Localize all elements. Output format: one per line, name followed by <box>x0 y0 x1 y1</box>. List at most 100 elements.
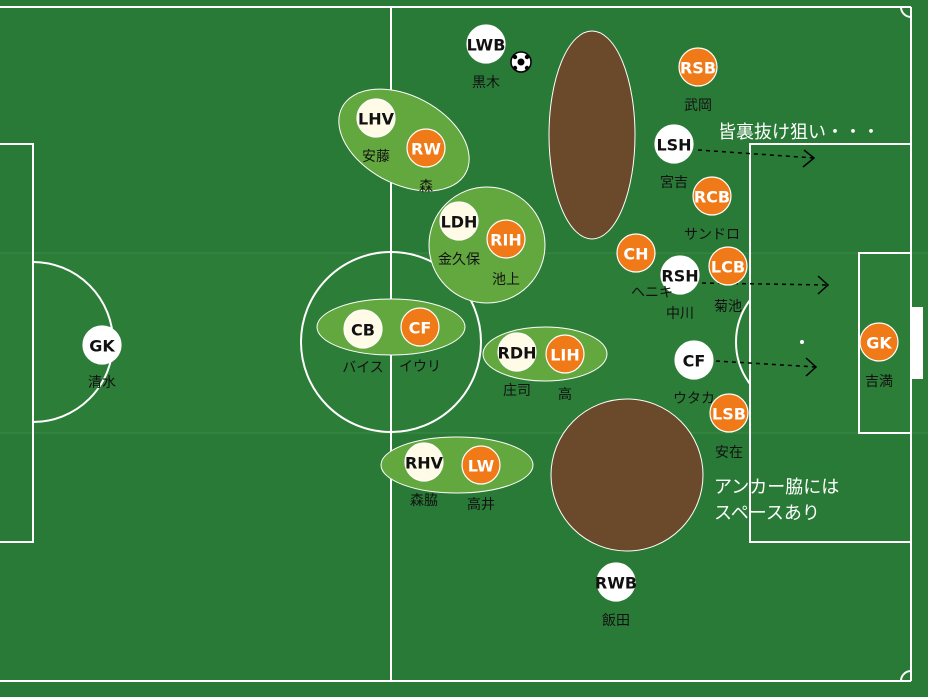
player-rdh: RDH 庄司 <box>497 332 537 399</box>
player-rw: RW 森 <box>406 128 446 195</box>
pair-zone-ldh-rih <box>428 186 546 304</box>
player-rwb: RWB 飯田 <box>595 562 637 629</box>
player-marker <box>654 124 694 164</box>
player-name: ヘニキ <box>631 285 673 301</box>
player-marker <box>466 24 506 64</box>
player-marker <box>343 309 383 349</box>
player-cf_white: CF ウタカ <box>673 340 715 407</box>
player-role: LWB <box>467 36 506 55</box>
player-role: RW <box>411 140 441 159</box>
player-name: 高 <box>558 386 572 403</box>
player-marker <box>461 445 501 485</box>
player-role: GK <box>866 334 892 353</box>
player-name: 安在 <box>715 445 743 461</box>
player-lhv: LHV 安藤 <box>356 98 396 165</box>
player-role: CH <box>623 245 648 264</box>
player-lsb: LSB 安在 <box>709 393 749 461</box>
pair-zone-rhv-lw <box>380 436 534 494</box>
player-marker <box>674 340 714 380</box>
player-marker <box>616 233 656 273</box>
player-name: バイス <box>342 360 384 376</box>
player-name: 安藤 <box>362 149 390 165</box>
players-layer: GK 清水 LWB 黒木 LHV 安藤 LDH 金久保 CB バイス RDH 庄司 RHV 森脇 RWB 飯田… <box>82 24 899 629</box>
player-marker <box>545 334 585 374</box>
player-marker <box>692 176 732 216</box>
player-role: LSB <box>712 405 746 424</box>
space-annotation-line2: スペースあり <box>714 503 820 524</box>
player-lsh: LSH 宮吉 <box>654 124 694 191</box>
player-role: RSB <box>680 59 716 78</box>
player-gk_right: GK 吉満 <box>859 322 899 390</box>
player-marker <box>486 219 526 259</box>
player-marker <box>406 128 446 168</box>
player-marker <box>439 201 479 241</box>
space-zone-top <box>548 30 636 240</box>
player-role: RDH <box>498 344 537 363</box>
player-name: 森 <box>419 179 433 195</box>
player-marker <box>497 332 537 372</box>
player-name: 宮吉 <box>660 175 688 191</box>
player-lih: LIH 高 <box>545 334 585 403</box>
player-name: 菊池 <box>714 299 742 315</box>
player-name: イウリ <box>399 359 441 375</box>
player-role: GK <box>89 337 115 356</box>
player-role: RWB <box>595 574 637 593</box>
player-lcb: LCB 菊池 <box>708 246 748 315</box>
player-role: LCB <box>711 258 745 277</box>
player-name: 黒木 <box>472 75 500 91</box>
player-name: 武岡 <box>684 98 712 114</box>
player-name: 清水 <box>88 375 116 391</box>
player-role: RCB <box>694 188 730 207</box>
pair-zone-cb-cf <box>316 298 466 356</box>
player-ldh: LDH 金久保 <box>438 201 480 268</box>
player-marker <box>404 442 444 482</box>
player-role: LSH <box>656 136 691 155</box>
player-name: 森脇 <box>410 493 438 509</box>
player-name: ウタカ <box>673 391 715 407</box>
player-role: RSH <box>661 267 698 286</box>
space-annotation-line1: アンカー脇には <box>714 477 839 498</box>
runs-annotation: 皆裏抜け狙い・・・ <box>718 122 880 143</box>
player-marker <box>709 393 749 433</box>
player-marker <box>400 307 440 347</box>
player-cf_orange: CF イウリ <box>399 307 441 375</box>
player-ch: CH ヘニキ <box>616 233 673 301</box>
player-name: サンドロ <box>684 227 740 243</box>
player-name: 金久保 <box>438 252 480 268</box>
player-role: CF <box>683 352 706 371</box>
space-zone-bottom <box>550 398 704 552</box>
player-marker <box>708 246 748 286</box>
player-marker <box>678 47 718 87</box>
player-role: LIH <box>550 346 580 365</box>
player-role: CF <box>409 319 432 338</box>
player-role: LW <box>468 457 495 476</box>
player-lw: LW 高井 <box>461 445 501 513</box>
player-name: 中川 <box>666 306 694 322</box>
player-role: LHV <box>358 110 395 129</box>
player-name: 高井 <box>467 496 495 513</box>
player-gk_left: GK 清水 <box>82 325 122 391</box>
player-role: RHV <box>405 454 444 473</box>
player-marker <box>82 325 122 365</box>
player-name: 池上 <box>492 272 520 288</box>
player-rih: RIH 池上 <box>486 219 526 288</box>
player-role: CB <box>351 321 375 340</box>
player-name: 飯田 <box>602 612 630 629</box>
player-rcb: RCB サンドロ <box>684 176 740 243</box>
player-role: LDH <box>441 213 478 232</box>
player-role: RIH <box>490 231 522 250</box>
player-marker <box>660 255 700 295</box>
player-rsh: RSH 中川 <box>660 255 700 322</box>
player-name: 庄司 <box>503 382 531 399</box>
player-rhv: RHV 森脇 <box>404 442 444 509</box>
soccer-ball-icon <box>510 51 532 73</box>
player-cb: CB バイス <box>342 309 384 376</box>
player-rsb: RSB 武岡 <box>678 47 718 114</box>
run-arrows <box>697 149 830 377</box>
player-marker <box>356 98 396 138</box>
player-marker <box>596 562 636 602</box>
player-lwb: LWB 黒木 <box>466 24 506 91</box>
player-marker <box>859 322 899 362</box>
player-name: 吉満 <box>865 374 893 390</box>
